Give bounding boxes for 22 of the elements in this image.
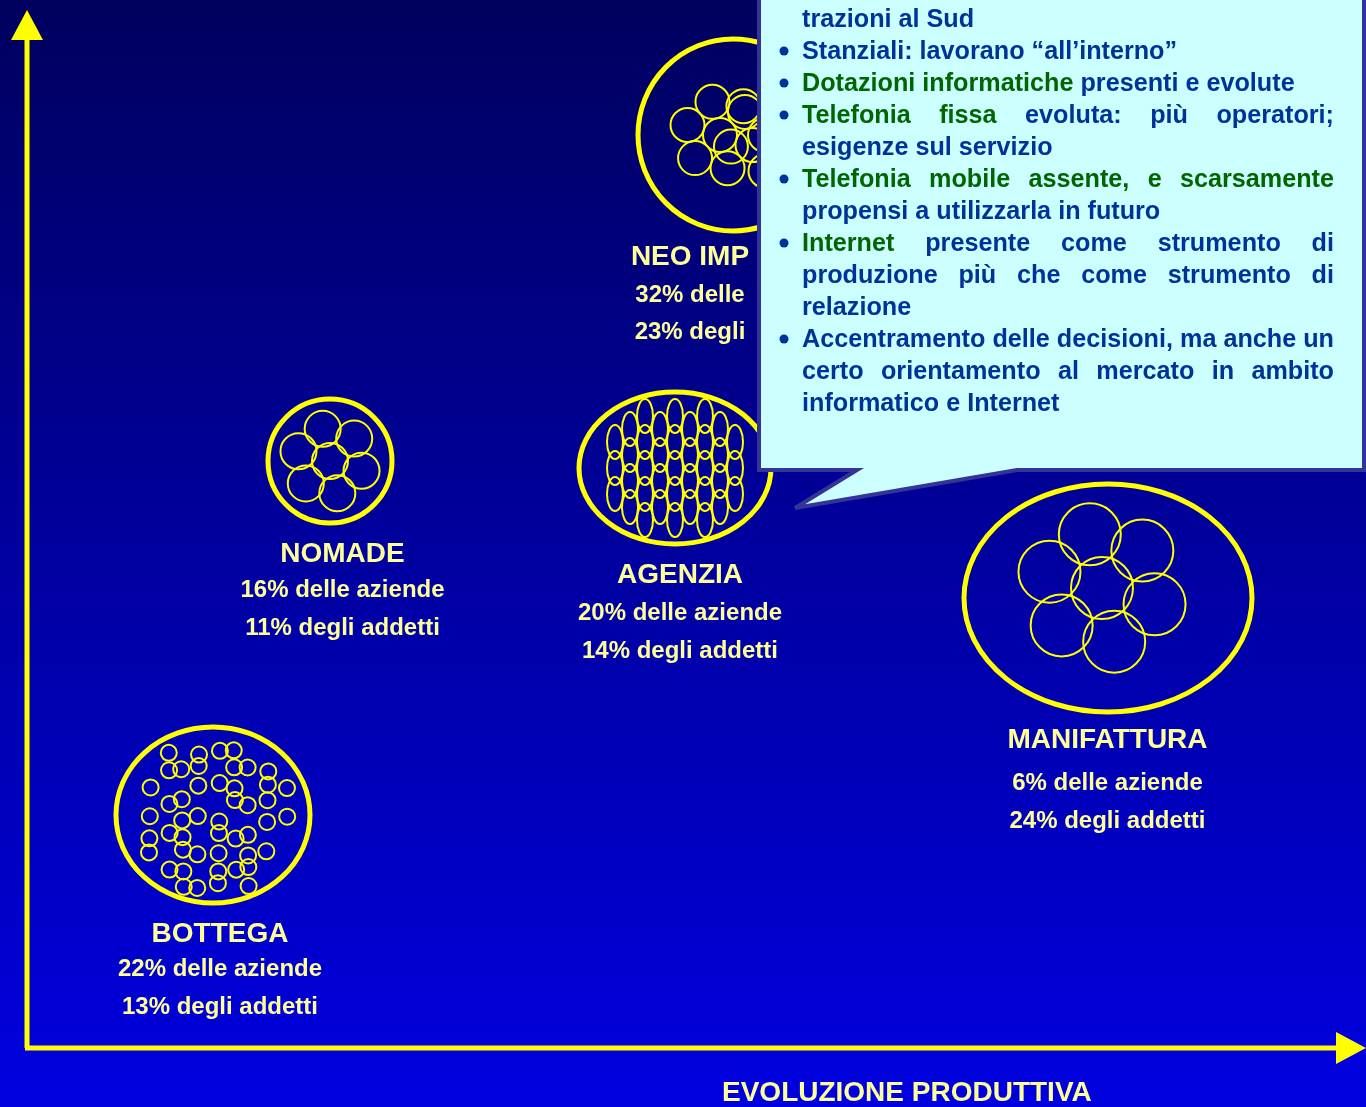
bullet-text: Dotazioni informatiche presenti e evolute xyxy=(802,67,1296,98)
bullet-text: Stanziali: lavorano “all’interno” xyxy=(802,35,1179,66)
bullet-text: trazioni al Sud xyxy=(802,3,976,34)
percentage-text: 16% delle aziende xyxy=(239,575,446,603)
bullet-text: Telefonia fissa evoluta: più operatori; esigenze sul servizio xyxy=(802,99,1334,162)
percentage-text: 24% degli addetti xyxy=(1008,806,1207,834)
percentage-text: 11% degli addetti xyxy=(244,613,441,641)
group-name: BOTTEGA xyxy=(150,917,290,949)
group-name: MANIFATTURA xyxy=(1006,723,1209,755)
group-name: NEO IMP xyxy=(629,240,751,272)
percentage-text: 22% delle aziende xyxy=(116,954,324,982)
bullet-text: Internet presente come strumento di produzione più che come strumento di relazione xyxy=(802,227,1334,322)
percentage-text: 23% degli xyxy=(633,317,747,345)
group-name: AGENZIA xyxy=(616,558,744,590)
bullet-text: Accentramento delle decisioni, ma anche un certo orientamento al mercato in ambito informatico e Internet xyxy=(802,323,1334,418)
percentage-text: 14% degli addetti xyxy=(580,636,779,664)
axis-title: EVOLUZIONE PRODUTTIVA xyxy=(722,1076,1092,1107)
percentage-text: 32% delle xyxy=(634,280,746,308)
percentage-text: 13% degli addetti xyxy=(120,992,319,1020)
percentage-text: 6% delle aziende xyxy=(1011,768,1204,796)
group-name: NOMADE xyxy=(279,537,406,569)
percentage-text: 20% delle aziende xyxy=(576,598,784,626)
